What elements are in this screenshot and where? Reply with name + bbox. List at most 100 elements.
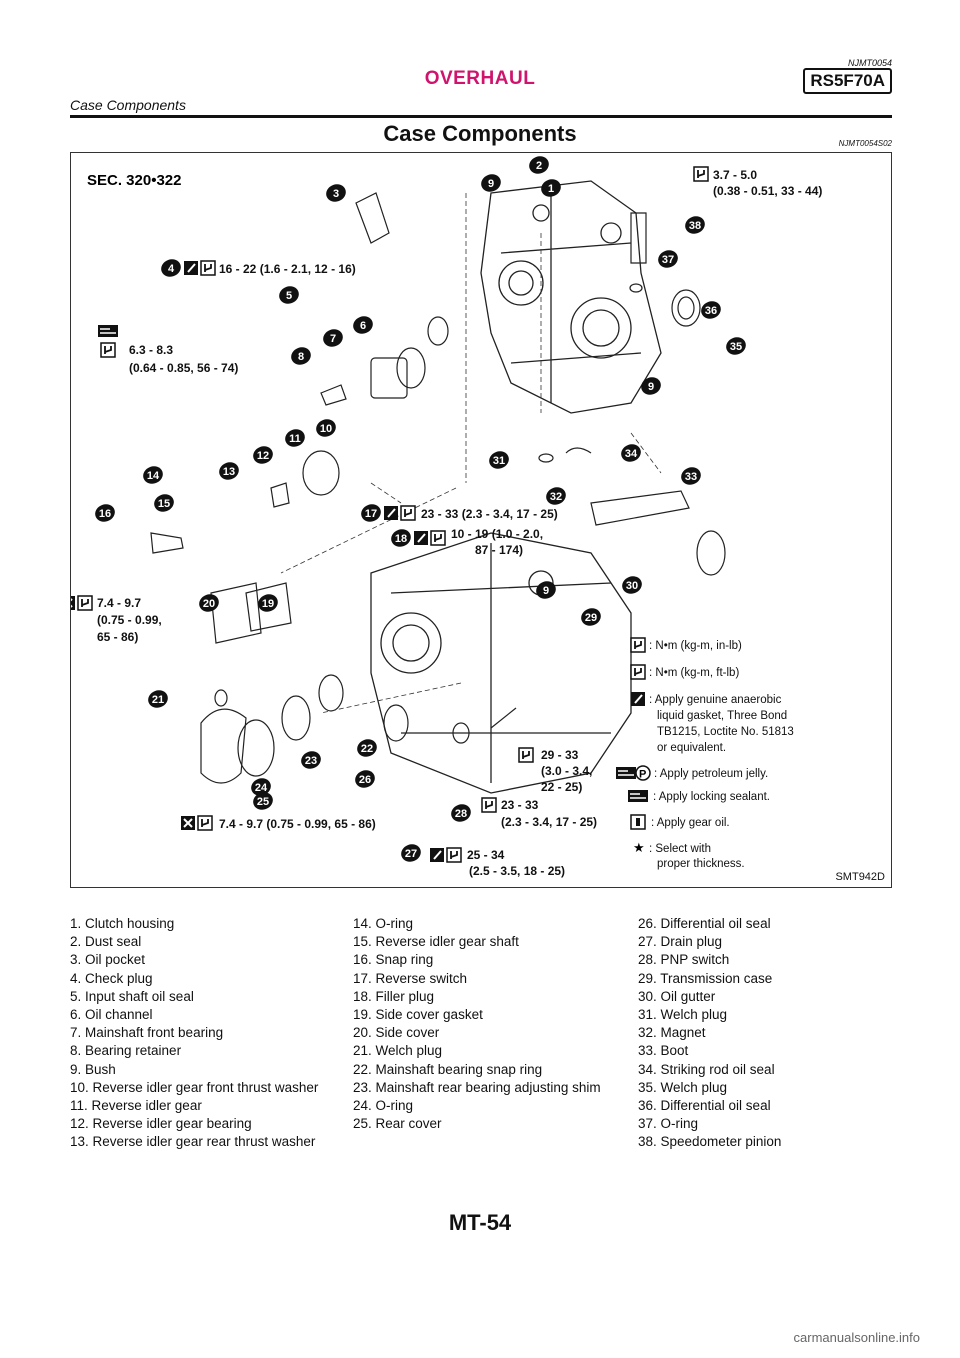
svg-text:5: 5 (286, 290, 292, 302)
svg-text:12: 12 (257, 450, 269, 462)
svg-text:proper thickness.: proper thickness. (657, 858, 745, 870)
part-item: 23. Mainshaft rear bearing adjusting shi… (353, 1079, 601, 1095)
title-code: NJMT0054S02 (838, 139, 892, 148)
svg-text:22 - 25): 22 - 25) (541, 780, 582, 794)
svg-text:34: 34 (625, 448, 638, 460)
svg-text:10: 10 (320, 423, 332, 435)
part-item: 22. Mainshaft bearing snap ring (353, 1061, 543, 1077)
watermark: carmanualsonline.info (793, 1330, 920, 1345)
svg-text:30: 30 (626, 580, 638, 592)
part-item: 38. Speedometer pinion (638, 1134, 782, 1150)
callout-34: 34 (621, 444, 641, 462)
callout-22: 22 (357, 739, 377, 757)
svg-text:: Apply petroleum jelly.: : Apply petroleum jelly. (654, 768, 768, 780)
callout-15: 15 (154, 494, 174, 512)
part-item: 14. O-ring (353, 916, 414, 931)
exploded-diagram: P SEC. 320•322 (70, 152, 892, 888)
svg-text:: Apply genuine anaerobic: : Apply genuine anaerobic (649, 694, 782, 706)
part-item: 5. Input shaft oil seal (70, 988, 194, 1004)
part-item: 6. Oil channel (70, 1007, 153, 1023)
svg-text:22: 22 (361, 743, 373, 755)
svg-text:(2.3 - 3.4, 17 - 25): (2.3 - 3.4, 17 - 25) (501, 815, 597, 829)
svg-text:19: 19 (262, 598, 274, 610)
callout-37: 37 (658, 250, 678, 268)
callout-4: 4 (161, 259, 181, 277)
svg-text:65 - 86): 65 - 86) (97, 630, 138, 644)
callout-10: 10 (316, 419, 336, 437)
callout-6: 6 (353, 316, 373, 334)
clutch-housing-drawing (480, 180, 662, 414)
leader-lines (280, 193, 662, 714)
callout-1: 1 (541, 179, 561, 197)
callout-9: 9 (536, 581, 556, 599)
svg-text:13: 13 (223, 466, 235, 478)
callout-8: 8 (291, 347, 311, 365)
svg-text:(0.38 - 0.51, 33 - 44): (0.38 - 0.51, 33 - 44) (713, 184, 822, 198)
callout-11: 11 (285, 429, 305, 447)
svg-text:23 - 33 (2.3 - 3.4, 17 - 25): 23 - 33 (2.3 - 3.4, 17 - 25) (421, 507, 558, 521)
part-item: 24. O-ring (353, 1098, 414, 1114)
svg-text:: Select with: : Select with (649, 843, 711, 855)
symbol-legend: : N•m (kg-m, in-lb) : N•m (kg-m, ft-lb) … (615, 637, 794, 870)
part-item: 2. Dust seal (70, 934, 142, 950)
svg-text:7.4 - 9.7: 7.4 - 9.7 (97, 596, 141, 610)
callout-16: 16 (95, 504, 115, 522)
svg-text:21: 21 (152, 694, 164, 706)
part-item: 30. Oil gutter (638, 988, 716, 1004)
callout-5: 5 (279, 286, 299, 304)
callout-36: 36 (701, 301, 721, 319)
callout-20: 20 (199, 594, 219, 612)
part-item: 32. Magnet (638, 1025, 706, 1041)
page-number: MT-54 (448, 1210, 512, 1235)
svg-text:2: 2 (536, 160, 542, 172)
header-rule (70, 115, 892, 118)
part-item: 36. Differential oil seal (638, 1098, 771, 1114)
svg-text:6.3 - 8.3: 6.3 - 8.3 (129, 343, 173, 357)
sec-label: SEC. 320•322 (87, 172, 181, 189)
svg-text:7.4 - 9.7 (0.75 - 0.99, 65 - 8: 7.4 - 9.7 (0.75 - 0.99, 65 - 86) (219, 817, 376, 831)
svg-text:37: 37 (662, 254, 674, 266)
callout-25: 25 (253, 792, 273, 810)
callout-3: 3 (326, 184, 346, 202)
torque-specs: 3.7 - 5.0 (0.38 - 0.51, 33 - 44) 16 - 22… (71, 166, 822, 878)
page-title: Case Components (383, 121, 577, 146)
svg-text:27: 27 (405, 848, 417, 860)
callout-23: 23 (301, 751, 321, 769)
svg-text:11: 11 (289, 433, 301, 445)
part-item: 27. Drain plug (638, 934, 723, 950)
svg-text:36: 36 (705, 305, 717, 317)
svg-text:28: 28 (455, 808, 467, 820)
transmission-case-drawing (370, 532, 632, 794)
svg-text:: Apply gear oil.: : Apply gear oil. (651, 817, 730, 829)
svg-text:(0.75 - 0.99,: (0.75 - 0.99, (97, 613, 162, 627)
callout-38: 38 (685, 216, 705, 234)
section-title: OVERHAUL (424, 68, 536, 89)
header-code: NJMT0054 (847, 58, 892, 68)
callout-18: 18 (391, 529, 411, 547)
part-item: 11. Reverse idler gear (70, 1098, 202, 1114)
svg-text:or equivalent.: or equivalent. (657, 742, 726, 754)
callout-9: 9 (481, 174, 501, 192)
part-item: 26. Differential oil seal (638, 916, 771, 931)
callout-19: 19 (258, 594, 278, 612)
svg-text:15: 15 (158, 498, 170, 510)
callout-30: 30 (622, 576, 642, 594)
part-item: 21. Welch plug (353, 1043, 443, 1059)
part-item: 1. Clutch housing (70, 916, 175, 931)
svg-text:29 - 33: 29 - 33 (541, 748, 579, 762)
part-item: 31. Welch plug (638, 1007, 728, 1023)
svg-text:7: 7 (330, 333, 336, 345)
svg-text:16 - 22 (1.6 - 2.1, 12 - 16): 16 - 22 (1.6 - 2.1, 12 - 16) (219, 262, 356, 276)
callout-32: 32 (546, 487, 566, 505)
svg-text:9: 9 (488, 178, 494, 190)
svg-text:26: 26 (359, 774, 371, 786)
svg-text:20: 20 (203, 598, 215, 610)
svg-text:24: 24 (255, 782, 268, 794)
svg-text:(0.64 - 0.85, 56 - 74): (0.64 - 0.85, 56 - 74) (129, 361, 238, 375)
model-badge: RS5F70A (803, 68, 892, 94)
part-item: 8. Bearing retainer (70, 1043, 182, 1059)
